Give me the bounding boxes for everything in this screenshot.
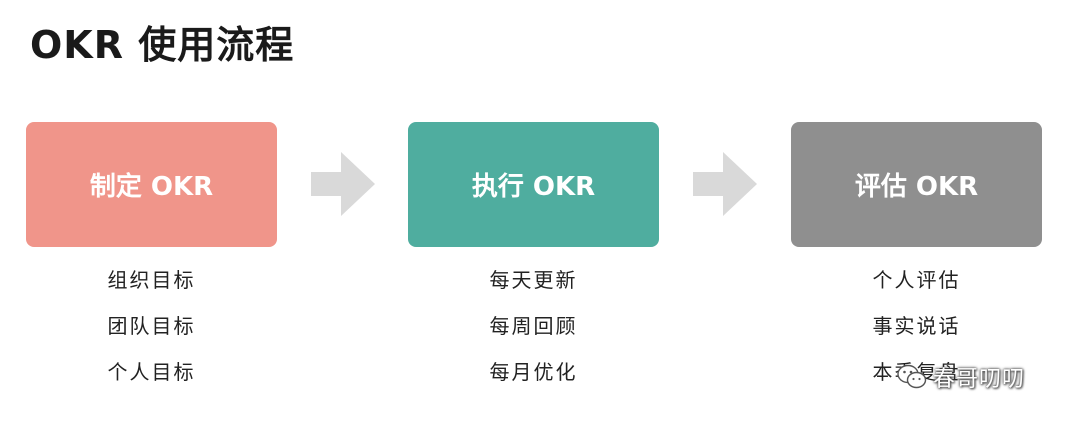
list-item: 每月优化 [489, 360, 578, 384]
watermark-text: 春哥叨叨 [933, 367, 1026, 392]
wechat-icon [897, 364, 927, 389]
list-item: 每周回顾 [489, 314, 578, 338]
list-item: 个人评估 [872, 268, 961, 292]
step-box-evaluate-okr: 评估 OKR [791, 122, 1042, 247]
watermark: 春哥叨叨 [897, 361, 1025, 393]
list-item: 组织目标 [107, 268, 196, 292]
list-item: 个人目标 [107, 360, 196, 384]
arrow-shape [693, 152, 757, 216]
step-box-execute-okr: 执行 OKR [408, 122, 659, 247]
step-items-list: 个人评估 事实说话 本季复盘 [791, 262, 1042, 400]
step-label: 执行 OKR [471, 172, 596, 202]
list-item: 事实说话 [872, 314, 961, 338]
list-item: 每天更新 [489, 268, 578, 292]
step-items-list: 组织目标 团队目标 个人目标 [26, 262, 277, 400]
arrow-shape [311, 152, 375, 216]
page-title: OKR 使用流程 [30, 23, 295, 67]
list-item: 团队目标 [107, 314, 196, 338]
right-arrow-icon [693, 152, 757, 216]
step-label: 制定 OKR [89, 172, 214, 202]
step-label: 评估 OKR [854, 172, 979, 202]
step-items-list: 每天更新 每周回顾 每月优化 [408, 262, 659, 400]
step-box-set-okr: 制定 OKR [26, 122, 277, 247]
right-arrow-icon [311, 152, 375, 216]
